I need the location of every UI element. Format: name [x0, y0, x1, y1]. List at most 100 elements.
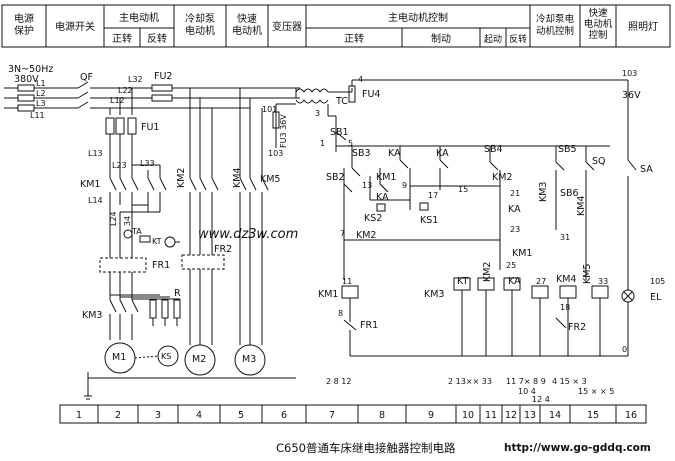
label-17: 17 [428, 191, 438, 200]
xref-7: 15 × × 5 [578, 387, 614, 396]
label-km2-ctl: KM2 [492, 172, 512, 183]
header-table: 电源保护 电源开关 主电动机 正转 反转 冷却泵电动机 快速电动机 变压器 主电… [1, 4, 671, 48]
label-3: 3 [315, 109, 320, 118]
label-36v: 36V [622, 90, 641, 101]
label-11: 11 [342, 277, 352, 286]
column-number-7: 7 [329, 410, 335, 421]
hdr-forward: 正转 [112, 32, 132, 45]
label-fr1-main: FR1 [152, 260, 170, 271]
label-el: EL [650, 292, 662, 303]
label-l12: L12 [110, 96, 125, 105]
label-ks: KS [161, 352, 171, 361]
label-5: 5 [348, 139, 353, 148]
hdr-transformer: 变压器 [272, 20, 302, 33]
label-23: 23 [510, 225, 520, 234]
hdr-pump-control: 冷却泵电动机控制 [536, 13, 575, 37]
column-number-5: 5 [238, 410, 244, 421]
label-105: 105 [650, 277, 665, 286]
label-km3-ctl: KM3 [538, 182, 549, 202]
label-sq: SQ [592, 156, 606, 167]
hdr-ctl-reverse: 反转 [509, 33, 527, 45]
label-ka-3: KA [376, 192, 389, 203]
hdr-fast-control: 快速电动机控制 [584, 7, 613, 41]
column-number-8: 8 [379, 410, 385, 421]
label-sb4: SB4 [484, 144, 503, 155]
label-l11: L11 [30, 111, 45, 120]
xref-1: 2 8 12 [326, 377, 351, 386]
label-km1-ctl2: KM1 [512, 248, 532, 259]
xref-6: 4 15 × 3 [552, 377, 587, 386]
label-0: 0 [622, 345, 627, 354]
hdr-main-control: 主电动机控制 [388, 11, 448, 24]
control-circuit: SB3 KA KA SB4 SB5 SQ SB2 13 KM1 9 KA 17 … [318, 69, 665, 357]
label-21: 21 [510, 189, 520, 198]
hdr-inch: 起动 [484, 34, 502, 45]
label-25: 25 [506, 261, 516, 270]
label-l22: L22 [118, 86, 133, 95]
label-fu3: FU3 36V [279, 114, 288, 148]
label-m1: M1 [112, 352, 126, 363]
label-13: 13 [362, 181, 372, 190]
label-sb3: SB3 [352, 148, 371, 159]
hdr-ctl-forward: 正转 [344, 32, 364, 45]
label-ks1: KS1 [420, 215, 438, 226]
label-ks2: KS2 [364, 213, 382, 224]
power-supply: 3N~50Hz 380V L1 L2 L3 L11 QF L32 L22 L12… [4, 64, 300, 400]
label-l1: L1 [36, 79, 46, 88]
label-l13: L13 [88, 149, 103, 158]
label-tc: TC [335, 96, 348, 107]
label-qf: QF [80, 72, 93, 83]
label-103-right: 103 [622, 69, 637, 78]
label-ta: TA [131, 227, 142, 236]
label-27: 27 [536, 277, 546, 286]
label-km3-main: KM3 [82, 310, 102, 321]
label-ka-4: KA [508, 204, 521, 215]
watermark: www.dz3w.com [198, 227, 298, 242]
label-sb2: SB2 [326, 172, 345, 183]
label-l3: L3 [36, 99, 46, 108]
label-km1-main: KM1 [80, 179, 100, 190]
label-km2-pump: KM2 [176, 168, 187, 188]
label-fu2: FU2 [154, 71, 172, 82]
hdr-reverse: 反转 [147, 32, 167, 45]
column-number-9: 9 [428, 410, 434, 421]
label-sb5: SB5 [558, 144, 577, 155]
caption: C650普通车床继电接触器控制电路 [276, 441, 456, 455]
column-number-12: 12 [505, 410, 517, 421]
transformer: TC 4 FU4 101 FU3 36V 103 3 SB1 1 5 [262, 75, 628, 158]
xref-4: 10 4 [518, 387, 536, 396]
hdr-lamp: 照明灯 [628, 21, 658, 33]
label-15: 15 [458, 185, 468, 194]
column-number-15: 15 [587, 410, 599, 421]
hdr-brake: 制动 [431, 32, 451, 45]
label-l14: L14 [88, 196, 103, 205]
label-8: 8 [338, 309, 343, 318]
label-ka-coil: KA [508, 276, 521, 287]
label-31: 31 [560, 233, 570, 242]
column-number-1: 1 [76, 410, 82, 421]
hdr-power-protect: 电源保护 [14, 12, 34, 37]
label-l23: L23 [112, 161, 127, 170]
label-sa: SA [640, 164, 653, 175]
label-ka-1: KA [388, 148, 401, 159]
hdr-power-switch: 电源开关 [55, 20, 95, 33]
label-km2-ctl2: KM2 [356, 230, 376, 241]
label-9: 9 [402, 181, 407, 190]
label-km5-fast: KM5 [260, 174, 280, 185]
label-ka-2: KA [436, 148, 449, 159]
label-m2: M2 [192, 354, 206, 365]
hdr-pump-motor: 冷却泵电动机 [185, 12, 215, 37]
label-m3: M3 [242, 354, 256, 365]
column-number-10: 10 [462, 410, 474, 421]
label-380v: 380V [14, 74, 39, 85]
source-url: http://www.go-gddq.com [504, 442, 651, 454]
label-km3-coil: KM3 [424, 289, 444, 300]
label-fr1-ctl: FR1 [360, 320, 378, 331]
label-km1-ctl: KM1 [376, 172, 396, 183]
label-r: R [174, 288, 181, 299]
column-number-13: 13 [524, 410, 536, 421]
label-km2-coil: KM2 [482, 262, 493, 282]
hdr-fast-motor: 快速电动机 [232, 13, 262, 37]
label-fu4: FU4 [362, 89, 380, 100]
